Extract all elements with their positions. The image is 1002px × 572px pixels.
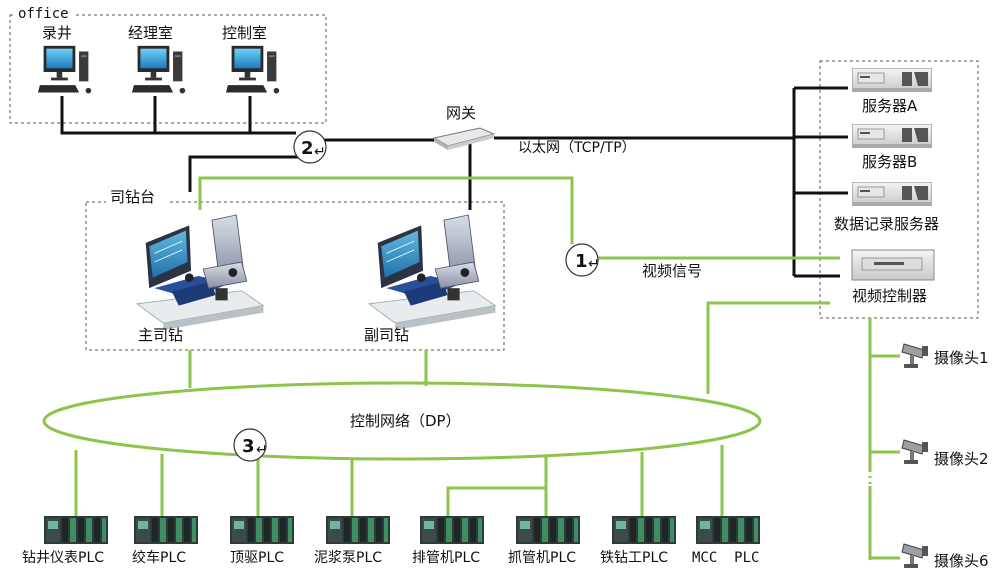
camera-6[interactable]: 摄像头6	[901, 543, 989, 570]
pc-logging[interactable]: 录井	[38, 24, 92, 94]
marker-2: 2 ↵	[293, 130, 327, 164]
office-title-bg	[16, 5, 76, 23]
plc-mcc[interactable]: MCC PLC	[692, 516, 760, 566]
plc-label: 钻井仪表PLC	[22, 550, 104, 566]
svg-text:3: 3	[242, 436, 255, 457]
console-frame	[85, 201, 505, 351]
plc-icon	[44, 516, 108, 544]
plc-drawworks[interactable]: 绞车PLC	[132, 516, 198, 566]
main-driller-console[interactable]: 主司钻	[136, 214, 264, 344]
control-network-label: 控制网络（DP）	[350, 412, 461, 430]
console-title-bg	[106, 186, 170, 206]
plc-icon	[696, 516, 760, 544]
gateway-label: 网关	[446, 104, 476, 122]
pc-manager-office[interactable]: 经理室	[128, 24, 186, 94]
marker-3: 3 ↵	[233, 428, 268, 462]
video-controller-label: 视频控制器	[852, 287, 927, 305]
plc-label: 绞车PLC	[132, 549, 186, 566]
camera-icon	[901, 343, 929, 369]
ethernet-label: 以太网（TCP/TP）	[518, 140, 636, 156]
data-record-server-label: 数据记录服务器	[834, 215, 939, 233]
pc-logging-label: 录井	[42, 24, 72, 42]
plc-icon	[230, 516, 294, 544]
pc-control-room-label: 控制室	[222, 24, 267, 42]
plc-label: 泥浆泵PLC	[314, 550, 382, 566]
camera-6-label: 摄像头6	[934, 552, 989, 570]
gateway[interactable]: 网关	[432, 104, 496, 150]
data-record-server[interactable]: 数据记录服务器	[834, 182, 939, 233]
svg-text:1: 1	[575, 251, 588, 272]
office-title: office	[18, 6, 69, 22]
plc-label: 抓管机PLC	[508, 550, 576, 566]
plc-top-drive[interactable]: 顶驱PLC	[230, 516, 294, 566]
control-network-ring	[42, 381, 762, 461]
plc-icon	[420, 516, 484, 544]
svg-text:↵: ↵	[256, 442, 268, 458]
plc-drilling-instrument[interactable]: 钻井仪表PLC	[22, 516, 108, 566]
pc-control-room[interactable]: 控制室	[222, 24, 280, 94]
camera-icon	[901, 439, 929, 465]
camera-1-label: 摄像头1	[934, 349, 989, 367]
plc-label: 铁钻工PLC	[600, 550, 668, 566]
assistant-driller-label: 副司钻	[364, 326, 409, 344]
camera-2[interactable]: 摄像头2	[901, 439, 989, 468]
server-rack-frame	[819, 60, 979, 319]
svg-text:2: 2	[301, 138, 314, 159]
camera-2-label: 摄像头2	[934, 450, 989, 468]
server-a[interactable]: 服务器A	[852, 68, 932, 115]
assistant-driller-console[interactable]: 副司钻	[364, 214, 496, 344]
plc-label: MCC PLC	[692, 550, 759, 566]
svg-text:↵: ↵	[588, 256, 600, 272]
marker-1: 1 ↵	[565, 243, 600, 277]
server-b-label: 服务器B	[862, 153, 917, 171]
console-title: 司钻台	[110, 188, 155, 206]
main-driller-label: 主司钻	[138, 326, 183, 344]
video-controller[interactable]: 视频控制器	[851, 249, 935, 305]
svg-text:↵: ↵	[314, 144, 326, 160]
server-a-label: 服务器A	[862, 97, 918, 115]
plc-icon	[326, 516, 390, 544]
camera-icon	[901, 543, 929, 569]
pc-manager-office-label: 经理室	[128, 24, 173, 42]
plc-pipe-racker[interactable]: 排管机PLC	[412, 516, 484, 566]
video-signal-label: 视频信号	[642, 262, 702, 280]
plc-mud-pump[interactable]: 泥浆泵PLC	[314, 516, 390, 566]
plc-label: 排管机PLC	[412, 550, 480, 566]
plc-icon	[134, 516, 198, 544]
fieldbus-lines	[42, 176, 900, 560]
server-b[interactable]: 服务器B	[852, 124, 932, 171]
plc-pipe-handler[interactable]: 抓管机PLC	[508, 516, 580, 566]
camera-1[interactable]: 摄像头1	[901, 343, 989, 369]
plc-iron-roughneck[interactable]: 铁钻工PLC	[600, 516, 676, 566]
plc-icon	[516, 516, 580, 544]
office-frame	[9, 14, 327, 124]
plc-label: 顶驱PLC	[230, 550, 284, 566]
plc-icon	[612, 516, 676, 544]
